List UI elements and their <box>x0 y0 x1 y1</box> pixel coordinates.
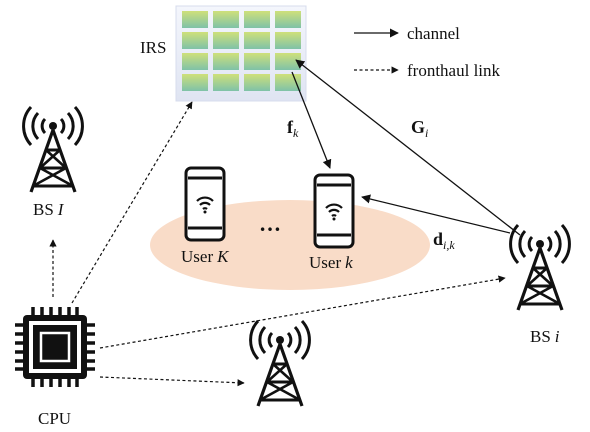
cpu-pin <box>85 341 95 345</box>
irs-tile <box>213 53 239 70</box>
cpu-pin <box>75 307 79 317</box>
tower-icon-bs-i <box>508 223 572 312</box>
cpu-pin <box>31 307 35 317</box>
irs-tile <box>182 32 208 49</box>
cpu-pin <box>15 332 25 336</box>
tower-icon-bs-I <box>21 105 85 194</box>
irs-tile <box>275 74 301 91</box>
cpu-pin <box>15 359 25 363</box>
fronthaul-cpu-bs-bottom <box>99 376 245 387</box>
users-ellipsis: … <box>259 211 281 236</box>
irs-tile <box>275 32 301 49</box>
cpu-pin <box>40 377 44 387</box>
channel-d-ik <box>361 194 511 234</box>
label-d-ik: di,k <box>433 229 455 252</box>
irs-tile <box>213 74 239 91</box>
tower-icon-bs-bottom <box>248 319 312 408</box>
cpu-pin <box>31 377 35 387</box>
fronthaul-cpu-irs <box>71 101 193 304</box>
cpu-pin <box>75 377 79 387</box>
cpu-pin <box>15 367 25 371</box>
irs-tile <box>244 11 270 28</box>
cpu-pin <box>85 332 95 336</box>
irs-tile <box>275 53 301 70</box>
legend: channel fronthaul link <box>354 24 501 80</box>
cpu-pin <box>67 377 71 387</box>
cpu-pin <box>49 377 53 387</box>
phone-icon-user-k <box>313 173 355 249</box>
irs-tile <box>182 74 208 91</box>
irs-panel <box>175 5 307 102</box>
cpu-pin <box>15 350 25 354</box>
phone-icon-user-K <box>184 166 226 242</box>
cpu-pin <box>58 307 62 317</box>
irs-tile <box>244 32 270 49</box>
irs-tile <box>275 11 301 28</box>
label-cpu: CPU <box>38 409 71 428</box>
label-f-k: fk <box>287 117 299 140</box>
label-G-i: Gi <box>411 117 428 140</box>
cpu-pin <box>67 307 71 317</box>
legend-fronthaul-label: fronthaul link <box>407 61 501 80</box>
cpu-pin <box>40 307 44 317</box>
cpu-pin <box>85 323 95 327</box>
irs-tile <box>213 11 239 28</box>
legend-channel-label: channel <box>407 24 460 43</box>
channel-f-k <box>291 71 332 169</box>
fronthaul-cpu-bs-i <box>99 275 506 349</box>
irs-tile <box>244 74 270 91</box>
irs-label: IRS <box>140 38 166 57</box>
irs-tile <box>244 53 270 70</box>
cpu-pin <box>49 307 53 317</box>
irs-tile <box>182 11 208 28</box>
irs-tile <box>182 53 208 70</box>
channel-G-i <box>295 59 521 236</box>
cpu-pin <box>58 377 62 387</box>
cpu-pin <box>15 323 25 327</box>
cpu-pin <box>15 341 25 345</box>
cpu-chip-icon <box>15 307 95 387</box>
irs-tile-grid <box>182 11 301 91</box>
cpu-pin <box>85 359 95 363</box>
irs-tile <box>213 32 239 49</box>
cpu-pin <box>85 367 95 371</box>
cpu-pin <box>85 350 95 354</box>
